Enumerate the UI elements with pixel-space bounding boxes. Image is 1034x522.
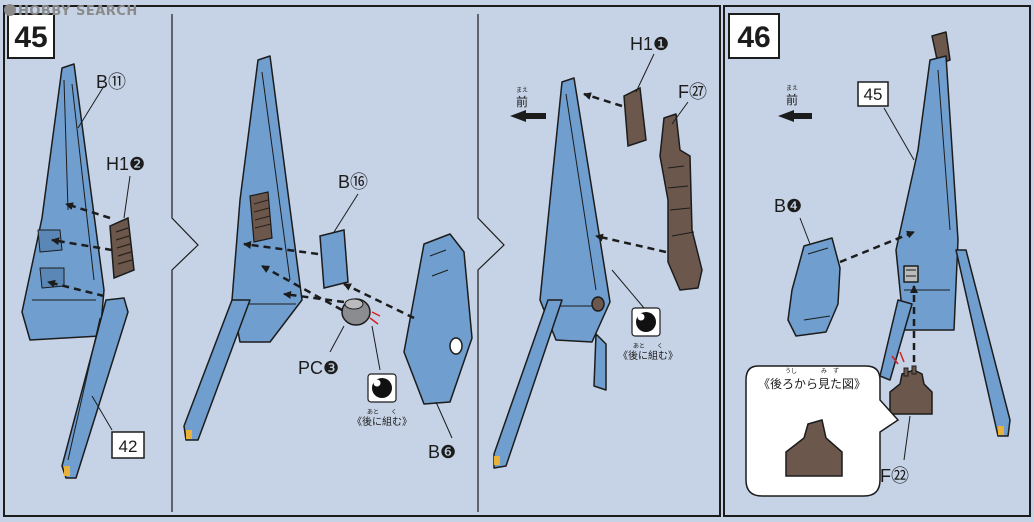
rear-view-title: 《後ろから見た図》 xyxy=(758,377,866,391)
leaders-sub2 xyxy=(329,193,453,439)
rear-view-part xyxy=(785,419,843,477)
step-45-badge: 45 xyxy=(7,13,55,59)
f30-motion-marks xyxy=(891,351,905,365)
ref-box-42: 42 xyxy=(111,431,145,459)
label-b20: B⑯ xyxy=(338,172,368,192)
sub-step-divider-1 xyxy=(171,14,199,512)
step-46-number: 46 xyxy=(737,21,770,54)
boom-assembly-3 xyxy=(493,77,611,469)
arrows-sub1 xyxy=(47,202,113,298)
pc3-motion-marks xyxy=(369,311,381,325)
front-arrow-1: まえ 前 xyxy=(510,87,546,122)
front-ruby-1: まえ xyxy=(516,87,528,94)
label-h1-1: H1❶ xyxy=(630,34,669,54)
arrows-step46 xyxy=(839,230,918,362)
leaders-sub3 xyxy=(611,53,689,309)
part-b6 xyxy=(403,233,473,405)
step-45-frame xyxy=(3,5,721,517)
watermark-text: HOBBY SEARCH xyxy=(18,4,138,19)
leader-45 xyxy=(883,107,915,161)
part-f32 xyxy=(659,113,703,291)
later-note-ruby-2: あと く xyxy=(633,343,663,350)
label-pc3: PC❸ xyxy=(298,358,339,378)
rear-view-ruby: うし み ず xyxy=(785,367,839,375)
ref-42-text: 42 xyxy=(119,437,138,456)
leaders-step46 xyxy=(799,217,911,461)
sub-step-divider-2 xyxy=(477,14,505,512)
front-label-2: 前 xyxy=(786,92,798,107)
label-b6: B❻ xyxy=(428,442,456,462)
later-note-ruby-1: あと く xyxy=(367,409,397,416)
step-45-number: 45 xyxy=(14,21,47,54)
vent-grille xyxy=(249,191,273,243)
assemble-later-icon-2 xyxy=(631,307,661,337)
arm-part-42 xyxy=(61,297,129,479)
final-boom-assembly xyxy=(879,31,1011,437)
assemble-later-icon-1 xyxy=(367,373,397,403)
part-h1-1 xyxy=(623,86,647,148)
later-note-1: 《後に組む》 xyxy=(352,415,412,428)
later-note-2: 《後に組む》 xyxy=(618,349,678,362)
arrows-sub2 xyxy=(243,240,415,320)
step-46-frame xyxy=(723,5,1031,517)
arrows-sub3 xyxy=(583,92,667,254)
front-label-1: 前 xyxy=(516,94,528,109)
ref-45-text: 45 xyxy=(864,85,883,104)
part-b20 xyxy=(319,229,349,289)
part-f30 xyxy=(889,365,933,415)
label-f32: F㉗ xyxy=(678,82,707,102)
label-b4: B❹ xyxy=(774,196,802,216)
watermark-logo-icon xyxy=(4,4,16,16)
label-h1-2: H1❷ xyxy=(106,154,145,174)
rear-view-inset: うし み ず 《後ろから見た図》 xyxy=(745,365,900,497)
step-46-badge: 46 xyxy=(728,13,780,59)
front-arrow-2: まえ 前 xyxy=(778,85,812,122)
part-b4 xyxy=(787,237,841,337)
part-h1-2 xyxy=(109,216,135,280)
label-f30: F㉒ xyxy=(880,466,909,486)
ref-box-45: 45 xyxy=(857,81,889,107)
leaders-sub1 xyxy=(77,85,131,431)
front-ruby-2: まえ xyxy=(786,85,798,92)
part-pc3 xyxy=(341,298,371,326)
label-b11: B⑪ xyxy=(96,72,126,92)
watermark: HOBBY SEARCH xyxy=(4,4,138,19)
